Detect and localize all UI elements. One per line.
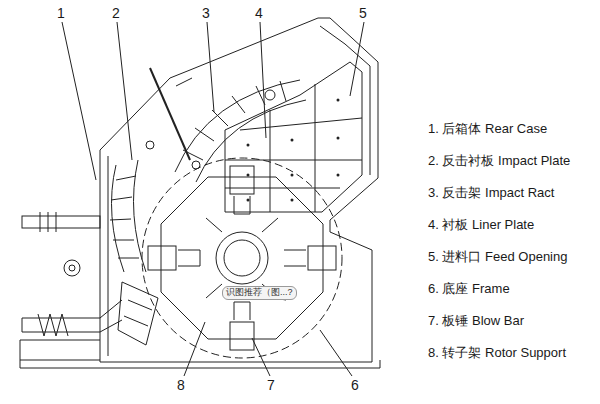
watermark: 识图推荐（图...? xyxy=(222,286,297,300)
callout-number: 1 xyxy=(56,6,66,21)
part-legend: 8. 转子架 Rotor Support xyxy=(428,346,566,360)
part-legend: 6. 底座 Frame xyxy=(428,282,510,296)
part-legend: 7. 板锤 Blow Bar xyxy=(428,314,524,328)
callout-number: 2 xyxy=(111,6,121,21)
callout-number: 7 xyxy=(266,378,276,393)
part-legend: 2. 反击衬板 Impact Plate xyxy=(428,154,570,168)
part-legend: 4. 衬板 Liner Plate xyxy=(428,218,534,232)
callout-number: 6 xyxy=(350,378,360,393)
part-legend: 5. 进料口 Feed Opening xyxy=(428,250,567,264)
part-legend: 1. 后箱体 Rear Case xyxy=(428,122,547,136)
callout-number: 3 xyxy=(201,6,211,21)
callout-number: 5 xyxy=(358,6,368,21)
callout-number: 8 xyxy=(176,378,186,393)
callout-number: 4 xyxy=(254,6,264,21)
part-legend: 3. 反击架 Impact Ract xyxy=(428,186,554,200)
